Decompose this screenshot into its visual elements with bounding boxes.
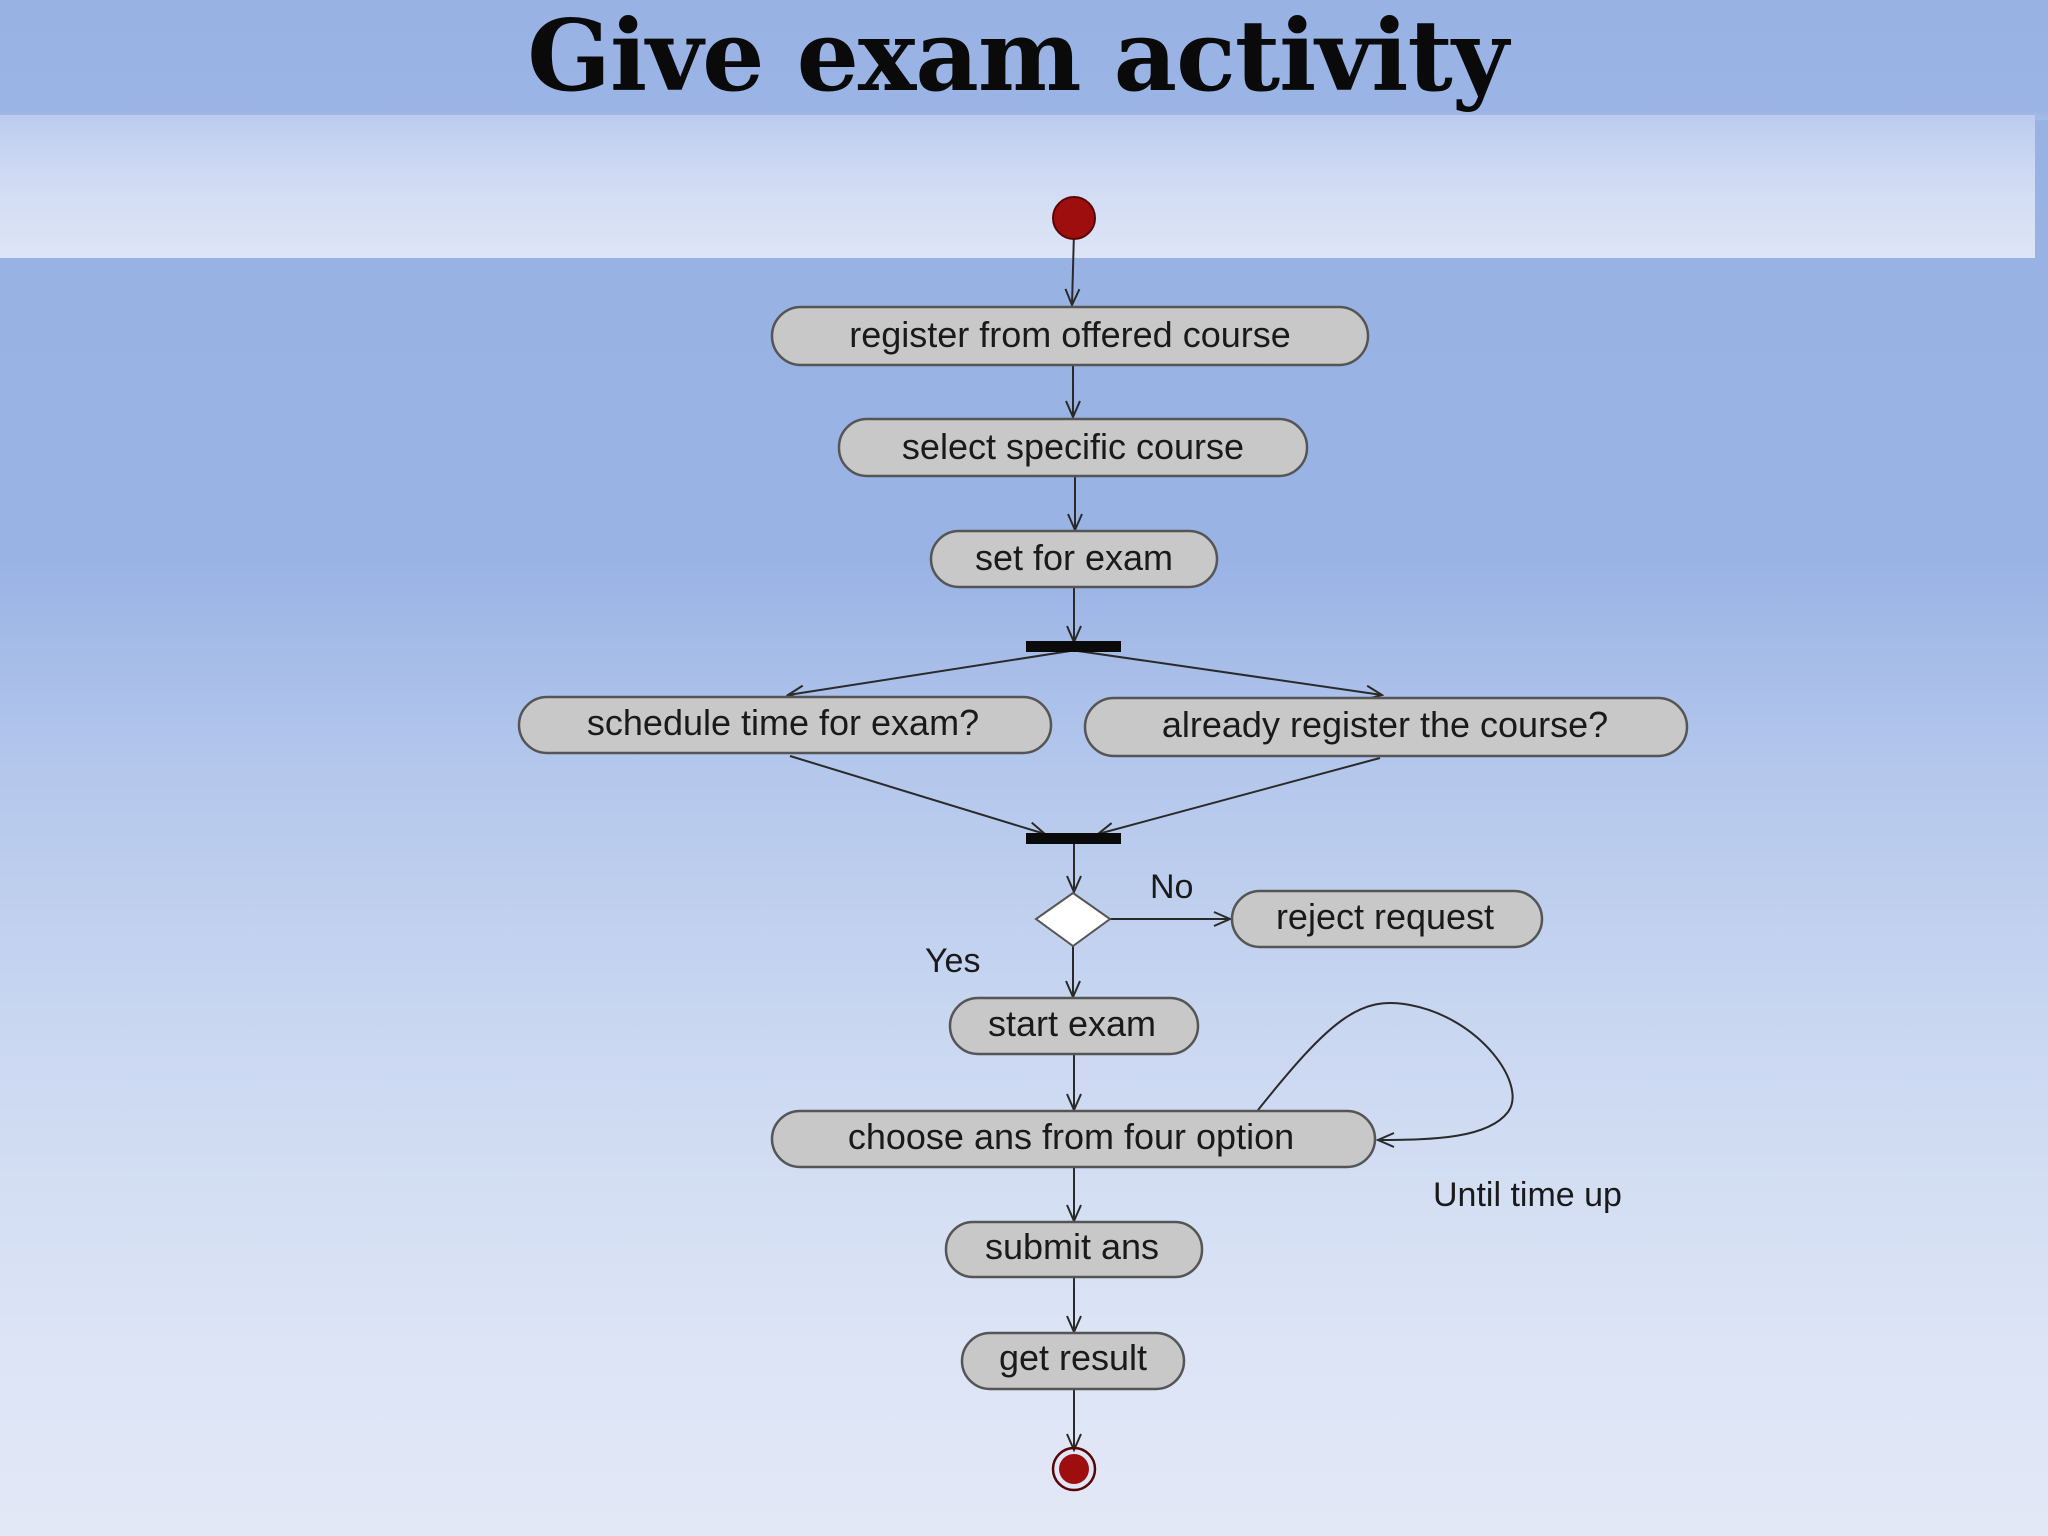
title-panel xyxy=(0,115,2035,258)
action-label-register: register from offered course xyxy=(849,314,1291,355)
edge-fork-to-schedule xyxy=(788,650,1071,695)
action-node-reject: reject request xyxy=(1230,889,1544,949)
action-label-result: get result xyxy=(999,1337,1147,1378)
action-label-reject: reject request xyxy=(1276,896,1494,937)
action-label-select: select specific course xyxy=(902,426,1244,467)
guard-label-no: No xyxy=(1150,868,1193,906)
edge-initial-to-register xyxy=(1072,231,1074,305)
edges xyxy=(788,231,1514,1450)
edge-loop-choose xyxy=(1257,1001,1514,1140)
join-bar xyxy=(1026,833,1121,844)
edge-schedule-to-join xyxy=(789,755,1045,834)
loop-label: Until time up xyxy=(1433,1176,1622,1214)
edge-fork-to-already xyxy=(1077,650,1382,695)
edge-already-to-join xyxy=(1098,757,1381,834)
initial-node xyxy=(1052,196,1096,240)
action-node-submit: submit ans xyxy=(944,1220,1204,1279)
action-node-select: select specific course xyxy=(837,417,1309,478)
action-node-start: start exam xyxy=(948,996,1200,1056)
slide-title: Give exam activity xyxy=(527,0,1508,114)
decision-node xyxy=(1034,891,1112,948)
action-label-submit: submit ans xyxy=(985,1226,1159,1267)
action-node-already: already register the course? xyxy=(1083,696,1689,758)
action-label-already: already register the course? xyxy=(1162,704,1608,745)
action-label-set-exam: set for exam xyxy=(975,537,1173,578)
action-label-start: start exam xyxy=(988,1003,1156,1044)
action-node-choose: choose ans from four option xyxy=(770,1109,1377,1169)
final-node xyxy=(1051,1446,1097,1492)
action-node-schedule: schedule time for exam? xyxy=(517,695,1053,755)
action-node-set-exam: set for exam xyxy=(929,529,1219,589)
action-node-register: register from offered course xyxy=(770,305,1370,367)
action-node-result: get result xyxy=(960,1331,1186,1391)
action-label-schedule: schedule time for exam? xyxy=(587,702,979,743)
action-label-choose: choose ans from four option xyxy=(848,1116,1294,1157)
guard-label-yes: Yes xyxy=(925,942,980,980)
title-band xyxy=(0,0,2048,120)
fork-bar xyxy=(1026,641,1121,652)
